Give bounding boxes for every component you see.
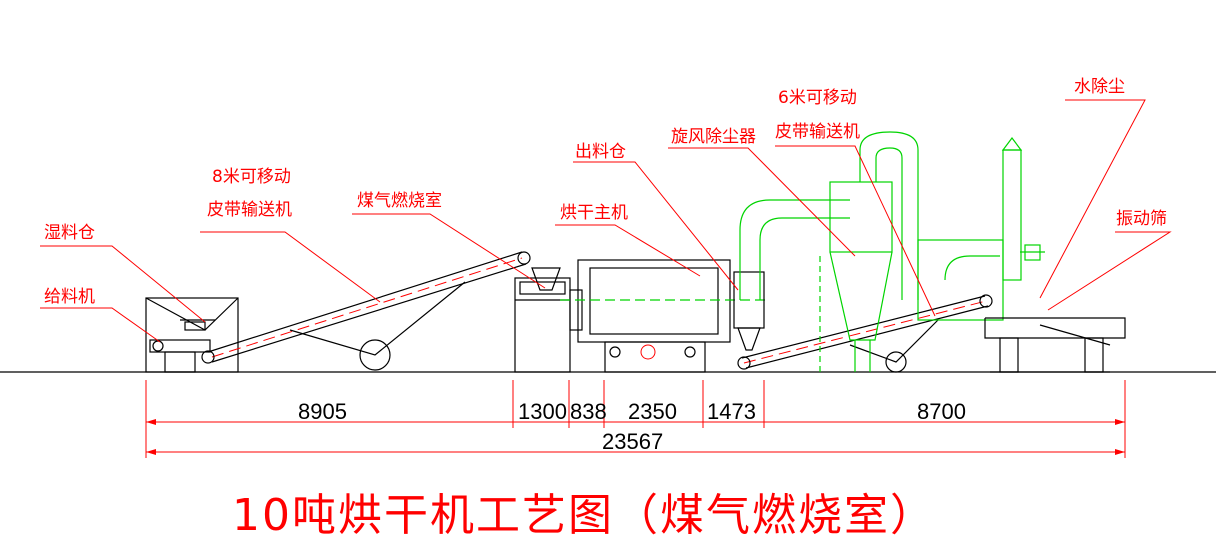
diagram-title: 10吨烘干机工艺图（煤气燃烧室） (232, 490, 936, 541)
cyclone-equipment (739, 131, 1004, 372)
water-dust-equipment (1001, 137, 1045, 281)
label-conveyor-8m-line2: 皮带输送机 (207, 200, 292, 220)
label-cyclone: 旋风除尘器 (671, 127, 756, 147)
gas-combustion-equipment (514, 267, 571, 373)
label-conveyor-6m-line1: 6米可移动 (778, 88, 857, 108)
dim-8905: 8905 (298, 399, 347, 424)
conveyor-6m (737, 294, 993, 373)
label-conveyor-6m-line2: 皮带输送机 (775, 122, 860, 142)
label-dryer-main: 烘干主机 (560, 203, 628, 223)
wet-bin-equipment (145, 297, 239, 373)
dim-1300: 1300 (518, 399, 567, 424)
label-feeder: 给料机 (44, 287, 95, 307)
dimension-lines (145, 380, 1126, 458)
dim-838: 838 (570, 399, 607, 424)
dryer-main-equipment (560, 259, 770, 373)
vibrating-screen-equipment (984, 317, 1126, 373)
label-vibrating-screen: 振动筛 (1116, 209, 1167, 229)
label-gas-combustion: 煤气燃烧室 (357, 191, 442, 211)
dim-1473: 1473 (707, 399, 756, 424)
label-discharge-bin: 出料仓 (575, 142, 626, 162)
conveyor-8m (201, 251, 531, 371)
dim-8700: 8700 (917, 399, 966, 424)
dim-total: 23567 (602, 429, 663, 454)
discharge-bin-equipment (733, 271, 765, 351)
label-conveyor-8m-line1: 8米可移动 (212, 167, 291, 187)
leader-lines (40, 99, 1172, 343)
label-water-dust: 水除尘 (1074, 77, 1125, 97)
dim-2350: 2350 (628, 399, 677, 424)
label-wet-bin: 湿料仓 (44, 223, 95, 243)
